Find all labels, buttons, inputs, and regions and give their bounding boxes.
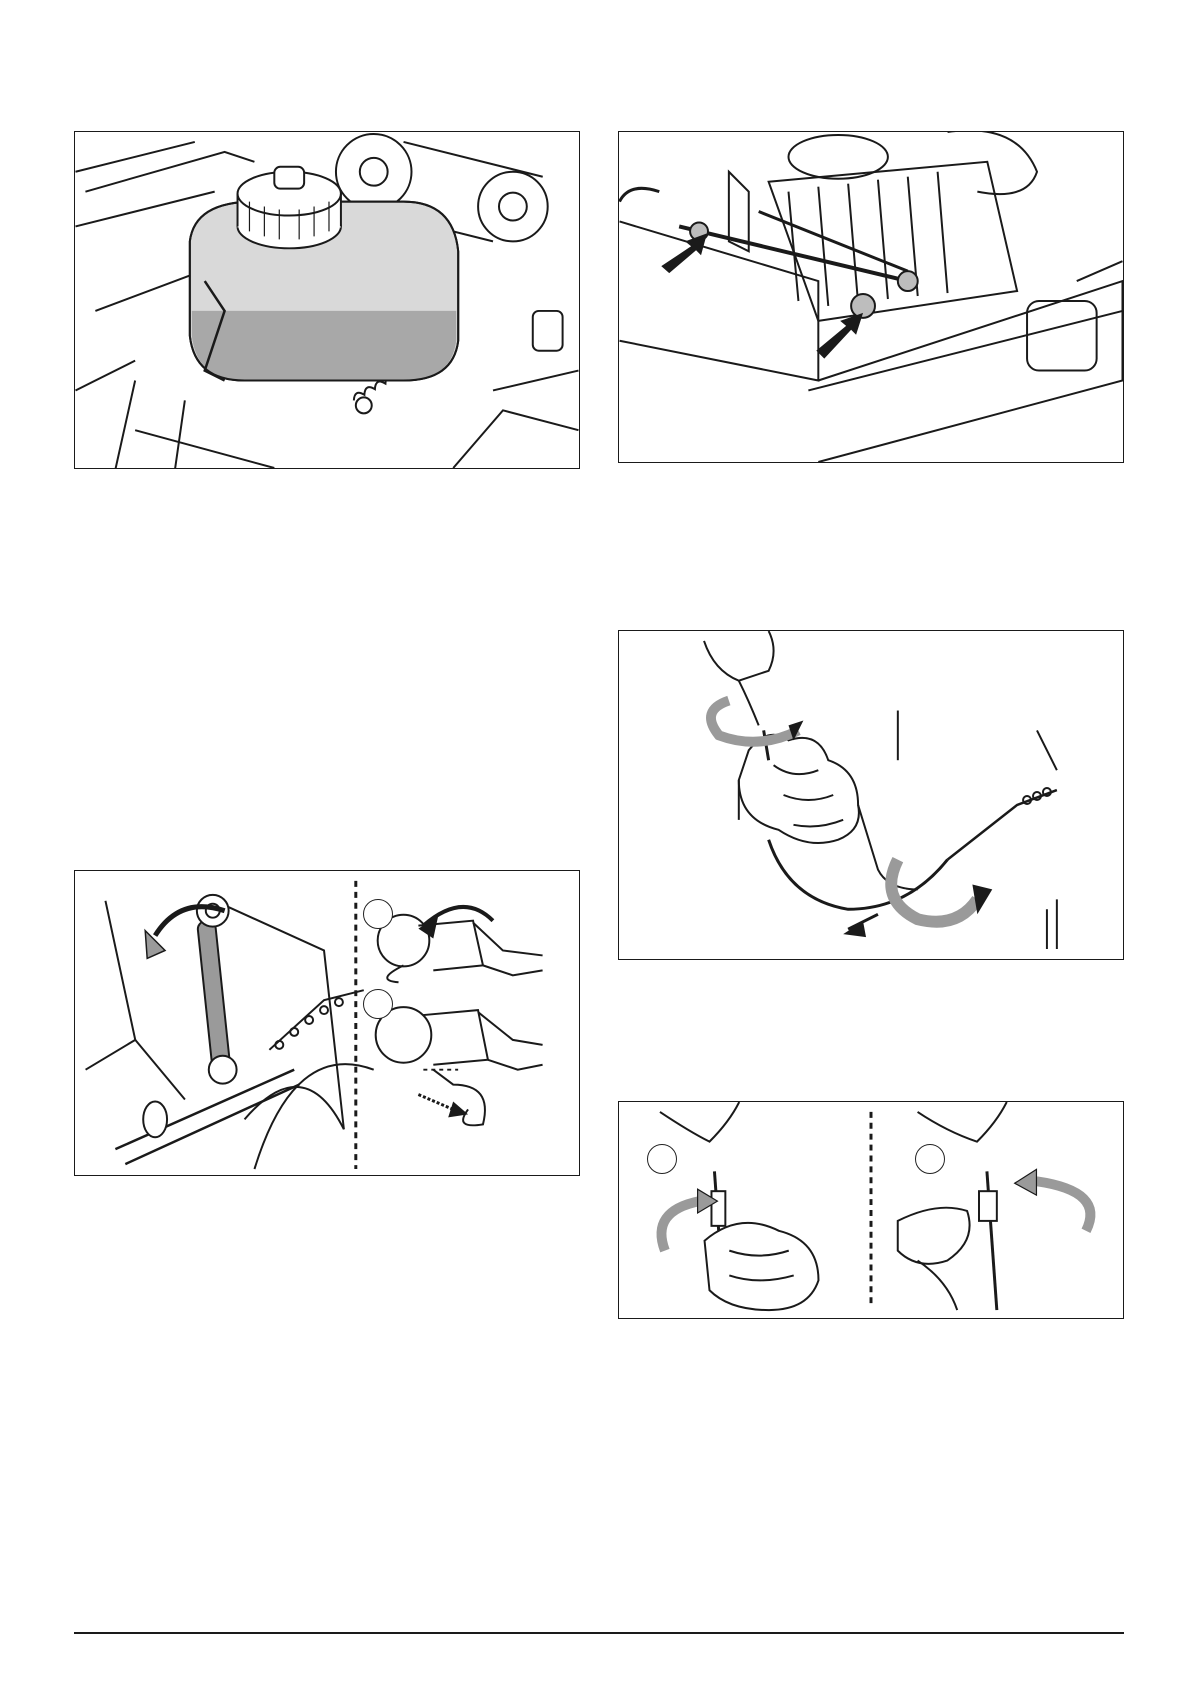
cable-adjustment-hands-illustration-icon [619, 631, 1123, 959]
figure-shift-rods [618, 131, 1124, 463]
wrench-ball-joint-removal-illustration-icon [75, 871, 579, 1175]
hydraulic-tank-illustration-icon [75, 132, 579, 468]
figure-hydraulic-tank [74, 131, 580, 469]
cable-locknut-hands-illustration-icon [619, 1102, 1123, 1318]
footer-rule [74, 1632, 1124, 1634]
figure-cable-adjustment [618, 630, 1124, 960]
callout-1 [363, 899, 393, 929]
callout-1 [647, 1144, 677, 1174]
callout-2 [363, 989, 393, 1019]
arrow-left [661, 233, 707, 273]
shift-rod-ball-joints-illustration-icon [619, 132, 1123, 462]
figure-cable-locknut [618, 1101, 1124, 1319]
callout-2 [915, 1144, 945, 1174]
figure-wrench-ball-joint [74, 870, 580, 1176]
